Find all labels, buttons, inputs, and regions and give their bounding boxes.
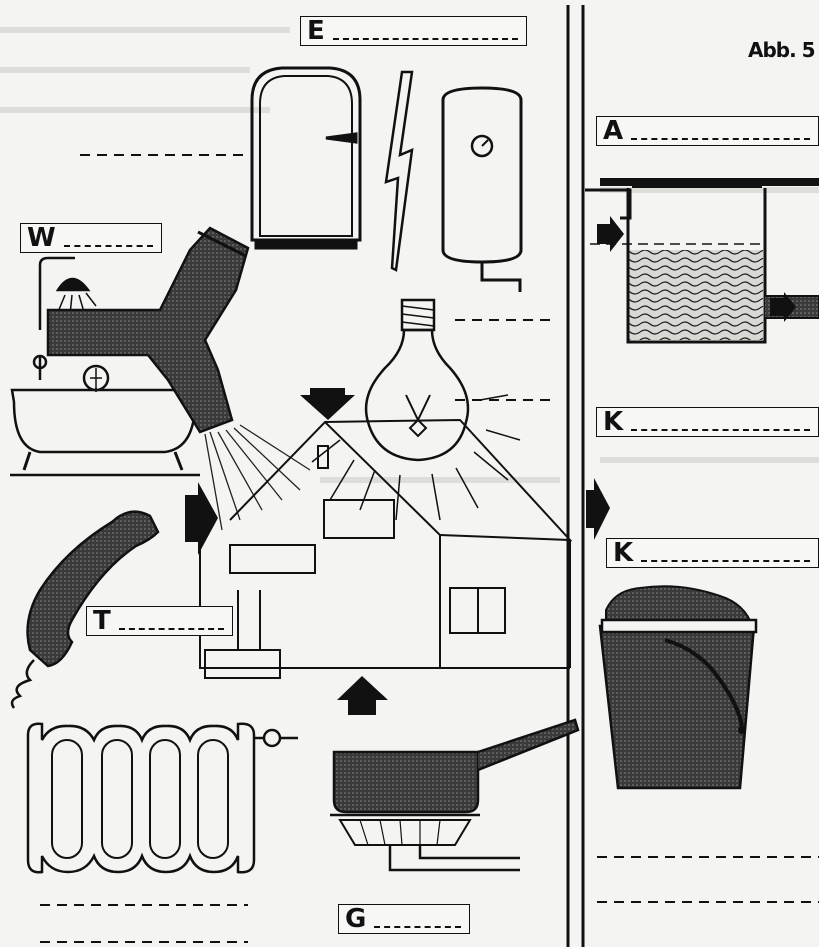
blank-line: [63, 245, 153, 247]
label-letter: T: [93, 606, 111, 636]
blank-line: [332, 38, 518, 40]
label-letter: K: [603, 407, 624, 437]
light-bulb-icon: [311, 298, 521, 521]
label-letter: A: [603, 116, 624, 146]
lightning-icon: [384, 70, 414, 272]
label-box-t[interactable]: T: [86, 606, 233, 636]
label-box-k-2[interactable]: K: [606, 538, 819, 568]
label-letter: G: [345, 904, 367, 934]
label-box-w[interactable]: W: [20, 223, 162, 253]
house-icon: [199, 418, 573, 679]
arrow-icons: [185, 388, 610, 715]
refrigerator-icon: [250, 66, 362, 250]
blank-line: [631, 138, 810, 140]
label-box-k-1[interactable]: K: [596, 407, 819, 437]
figure-title: Abb. 5: [748, 38, 816, 62]
label-letter: K: [613, 538, 634, 568]
blank-line: [641, 560, 810, 562]
label-box-a[interactable]: A: [596, 116, 819, 146]
water-heater-icon: [441, 86, 523, 292]
label-letter: E: [307, 16, 325, 46]
telephone-handset-icon: [10, 510, 160, 709]
background-print: [0, 27, 819, 483]
radiator-icon: [26, 722, 298, 874]
divider-lines: [566, 5, 585, 947]
label-box-g[interactable]: G: [338, 904, 470, 934]
answer-blanks: [40, 154, 819, 943]
sewage-tank-icon: [585, 178, 819, 344]
garbage-bucket-icon: [598, 585, 758, 790]
label-letter: W: [27, 223, 56, 253]
blank-line: [374, 926, 461, 928]
label-box-e[interactable]: E: [300, 16, 527, 46]
cooking-pot-on-gas-burner-icon: [330, 718, 580, 872]
blank-line: [631, 429, 810, 431]
hair-dryer-icon: [46, 226, 311, 531]
blank-line: [118, 628, 224, 630]
